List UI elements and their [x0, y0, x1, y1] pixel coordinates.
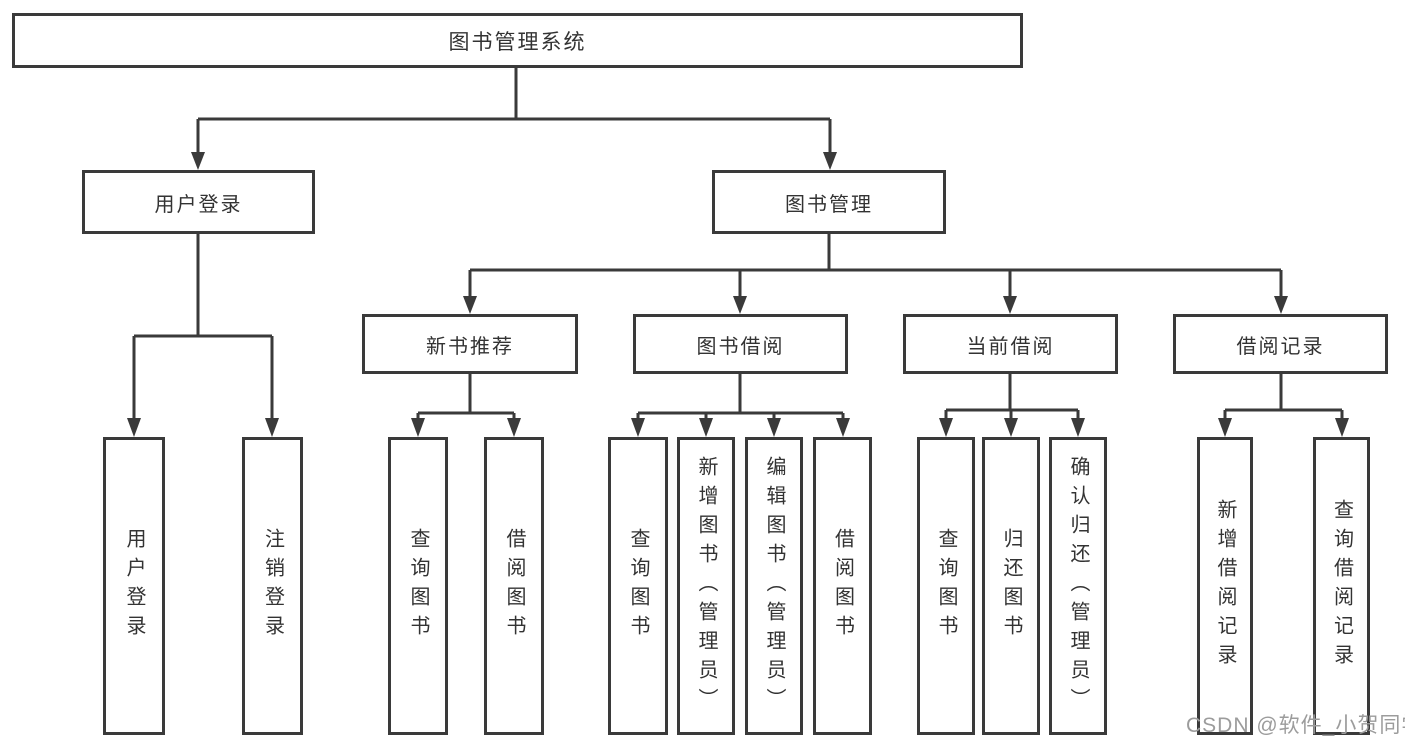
- csdn-watermark: CSDN @软件_小贺同学: [1186, 714, 1405, 737]
- node-book-borrowing: 图书借阅: [633, 314, 848, 374]
- node-root-library-system: 图书管理系统: [12, 13, 1023, 68]
- node-borrowing-records: 借阅记录: [1173, 314, 1388, 374]
- connector-root-to-level2: [191, 68, 837, 170]
- leaf-query-books-recommend: 查询图书: [388, 437, 448, 735]
- connector-current-to-leaves: [939, 374, 1085, 437]
- node-label: 注销登录: [261, 528, 284, 644]
- node-label: 确认归还（管理员）: [1067, 455, 1089, 717]
- node-label: 新增借阅记录: [1214, 499, 1236, 673]
- node-label: 当前借阅: [966, 335, 1055, 358]
- node-label: 用户登录: [154, 193, 243, 216]
- leaf-return-books: 归还图书: [982, 437, 1040, 735]
- node-user-login-module: 用户登录: [82, 170, 315, 234]
- node-label: 图书借阅: [696, 335, 785, 358]
- node-label: 借阅图书: [503, 528, 525, 644]
- leaf-query-books-borrowing: 查询图书: [608, 437, 668, 735]
- node-label: 查询图书: [407, 528, 429, 644]
- node-label: 查询借阅记录: [1330, 499, 1353, 673]
- leaf-logout: 注销登录: [242, 437, 303, 735]
- node-label: 编辑图书（管理员）: [763, 455, 785, 717]
- node-label: 用户登录: [123, 528, 145, 644]
- node-label: 归还图书: [1000, 528, 1022, 644]
- leaf-borrow-books: 借阅图书: [813, 437, 872, 735]
- leaf-confirm-return-admin: 确认归还（管理员）: [1049, 437, 1107, 735]
- leaf-query-borrow-record: 查询借阅记录: [1313, 437, 1370, 735]
- node-label: 新书推荐: [426, 335, 514, 358]
- node-label: 新增图书（管理员）: [695, 455, 717, 717]
- node-book-management-module: 图书管理: [712, 170, 946, 234]
- node-current-borrowing: 当前借阅: [903, 314, 1118, 374]
- leaf-add-borrow-record: 新增借阅记录: [1197, 437, 1253, 735]
- node-label: 图书管理系统: [448, 30, 587, 54]
- connector-userlogin-to-leaves: [127, 234, 279, 437]
- node-label: 图书管理: [785, 193, 873, 216]
- connector-borrowing-to-leaves: [631, 374, 850, 437]
- node-new-book-recommend: 新书推荐: [362, 314, 578, 374]
- node-label: 借阅记录: [1236, 335, 1325, 358]
- leaf-edit-books-admin: 编辑图书（管理员）: [745, 437, 803, 735]
- node-label: 查询图书: [627, 528, 649, 644]
- leaf-add-books-admin: 新增图书（管理员）: [677, 437, 735, 735]
- leaf-query-books-current: 查询图书: [917, 437, 975, 735]
- leaf-user-login: 用户登录: [103, 437, 165, 735]
- leaf-borrow-books-recommend: 借阅图书: [484, 437, 544, 735]
- connector-records-to-leaves: [1218, 374, 1349, 437]
- node-label: 查询图书: [935, 528, 957, 644]
- node-label: 借阅图书: [831, 528, 854, 644]
- connector-bookmgmt-to-level3: [463, 234, 1288, 314]
- connector-newbooks-to-leaves: [411, 374, 521, 437]
